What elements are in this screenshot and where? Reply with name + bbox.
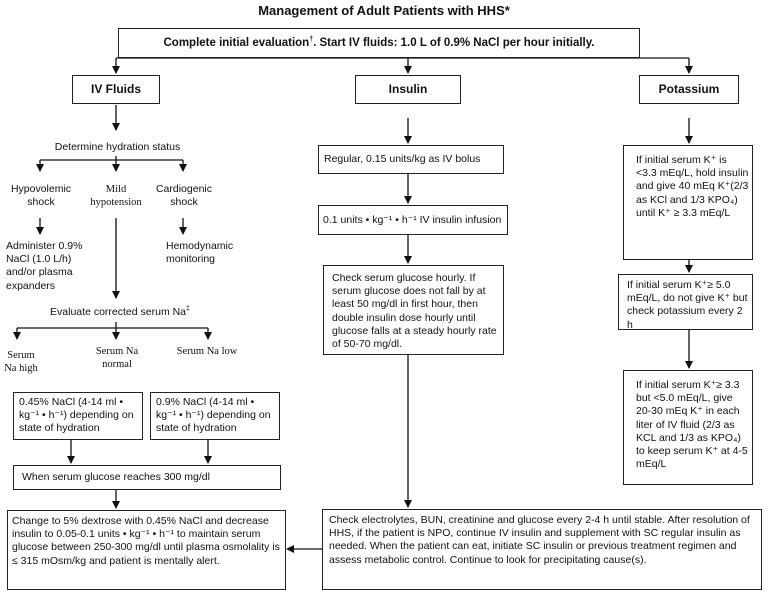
potassium-high-text: If initial serum K⁺≥ 5.0 mEq/L, do not g…: [627, 279, 748, 331]
potassium-header: Potassium: [639, 75, 739, 104]
mild-hypotension-label: Mild hypotension: [90, 184, 142, 208]
nacl-09-text: 0.9% NaCl (4-14 ml • kg⁻¹ • h⁻¹) dependi…: [156, 396, 271, 435]
initial-evaluation-text-b: . Start IV fluids: 1.0 L of 0.9% NaCl pe…: [313, 37, 595, 49]
check-electrolytes-box: Check electrolytes, BUN, creatinine and …: [322, 509, 762, 590]
dextrose-text: Change to 5% dextrose with 0.45% NaCl an…: [12, 515, 280, 567]
hydration-status-label: Determine hydration status: [54, 141, 181, 153]
hemodynamic-monitoring-text: Hemodynamic monitoring: [166, 240, 234, 266]
initial-evaluation-box: Complete initial evaluation†. Start IV f…: [118, 28, 640, 58]
insulin-header: Insulin: [355, 75, 461, 104]
insulin-infusion-text: 0.1 units • kg⁻¹ • h⁻¹ IV insulin infusi…: [323, 214, 502, 226]
potassium-mid-box: If initial serum K⁺≥ 3.3 but <5.0 mEq/L,…: [623, 370, 753, 485]
cardiogenic-shock-label: Cardiogenic shock: [155, 183, 213, 209]
iv-fluids-header: IV Fluids: [72, 75, 160, 104]
evaluate-sodium-mark: ‡: [186, 305, 190, 313]
insulin-bolus-box: Regular, 0.15 units/kg as IV bolus: [318, 145, 504, 174]
check-electrolytes-text: Check electrolytes, BUN, creatinine and …: [329, 514, 750, 566]
serum-na-high-label: Serum Na high: [4, 350, 38, 374]
page-title-text: Management of Adult Patients with HHS: [258, 3, 505, 18]
glucose-300-text: When serum glucose reaches 300 mg/dl: [22, 471, 210, 483]
hypovolemic-shock-label: Hypovolemic shock: [10, 183, 72, 209]
potassium-low-box: If initial serum K⁺ is <3.3 mEq/L, hold …: [623, 145, 753, 260]
nacl-045-text: 0.45% NaCl (4-14 ml • kg⁻¹ • h⁻¹) depend…: [19, 396, 134, 435]
page-title: Management of Adult Patients with HHS*: [0, 3, 768, 18]
administer-nacl-text: Administer 0.9% NaCl (1.0 L/h) and/or pl…: [6, 240, 83, 292]
nacl-09-box: 0.9% NaCl (4-14 ml • kg⁻¹ • h⁻¹) dependi…: [150, 392, 280, 440]
serum-na-low-label: Serum Na low: [176, 346, 238, 357]
initial-evaluation-mark: †: [309, 36, 314, 44]
serum-na-normal-label: Serum Na normal: [95, 346, 139, 370]
initial-evaluation-text-a: Complete initial evaluation: [163, 37, 310, 49]
potassium-low-text: If initial serum K⁺ is <3.3 mEq/L, hold …: [636, 154, 749, 219]
page-title-mark: *: [504, 3, 510, 18]
iv-fluids-header-label: IV Fluids: [90, 82, 141, 96]
insulin-infusion-box: 0.1 units • kg⁻¹ • h⁻¹ IV insulin infusi…: [318, 205, 508, 235]
check-glucose-box: Check serum glucose hourly. If serum glu…: [323, 265, 504, 355]
insulin-bolus-text: Regular, 0.15 units/kg as IV bolus: [324, 153, 481, 165]
evaluate-sodium-label: Evaluate corrected serum Na‡: [20, 306, 220, 319]
initial-evaluation-text: Complete initial evaluation†. Start IV f…: [119, 36, 639, 50]
evaluate-sodium-text: Evaluate corrected serum Na: [50, 306, 187, 318]
check-glucose-text: Check serum glucose hourly. If serum glu…: [332, 272, 497, 351]
potassium-high-box: If initial serum K⁺≥ 5.0 mEq/L, do not g…: [618, 274, 753, 331]
glucose-300-box: When serum glucose reaches 300 mg/dl: [13, 465, 281, 490]
dextrose-box: Change to 5% dextrose with 0.45% NaCl an…: [7, 510, 286, 590]
potassium-header-label: Potassium: [658, 82, 720, 96]
insulin-header-label: Insulin: [388, 82, 428, 96]
nacl-045-box: 0.45% NaCl (4-14 ml • kg⁻¹ • h⁻¹) depend…: [13, 392, 143, 440]
potassium-mid-text: If initial serum K⁺≥ 3.3 but <5.0 mEq/L,…: [636, 379, 748, 471]
